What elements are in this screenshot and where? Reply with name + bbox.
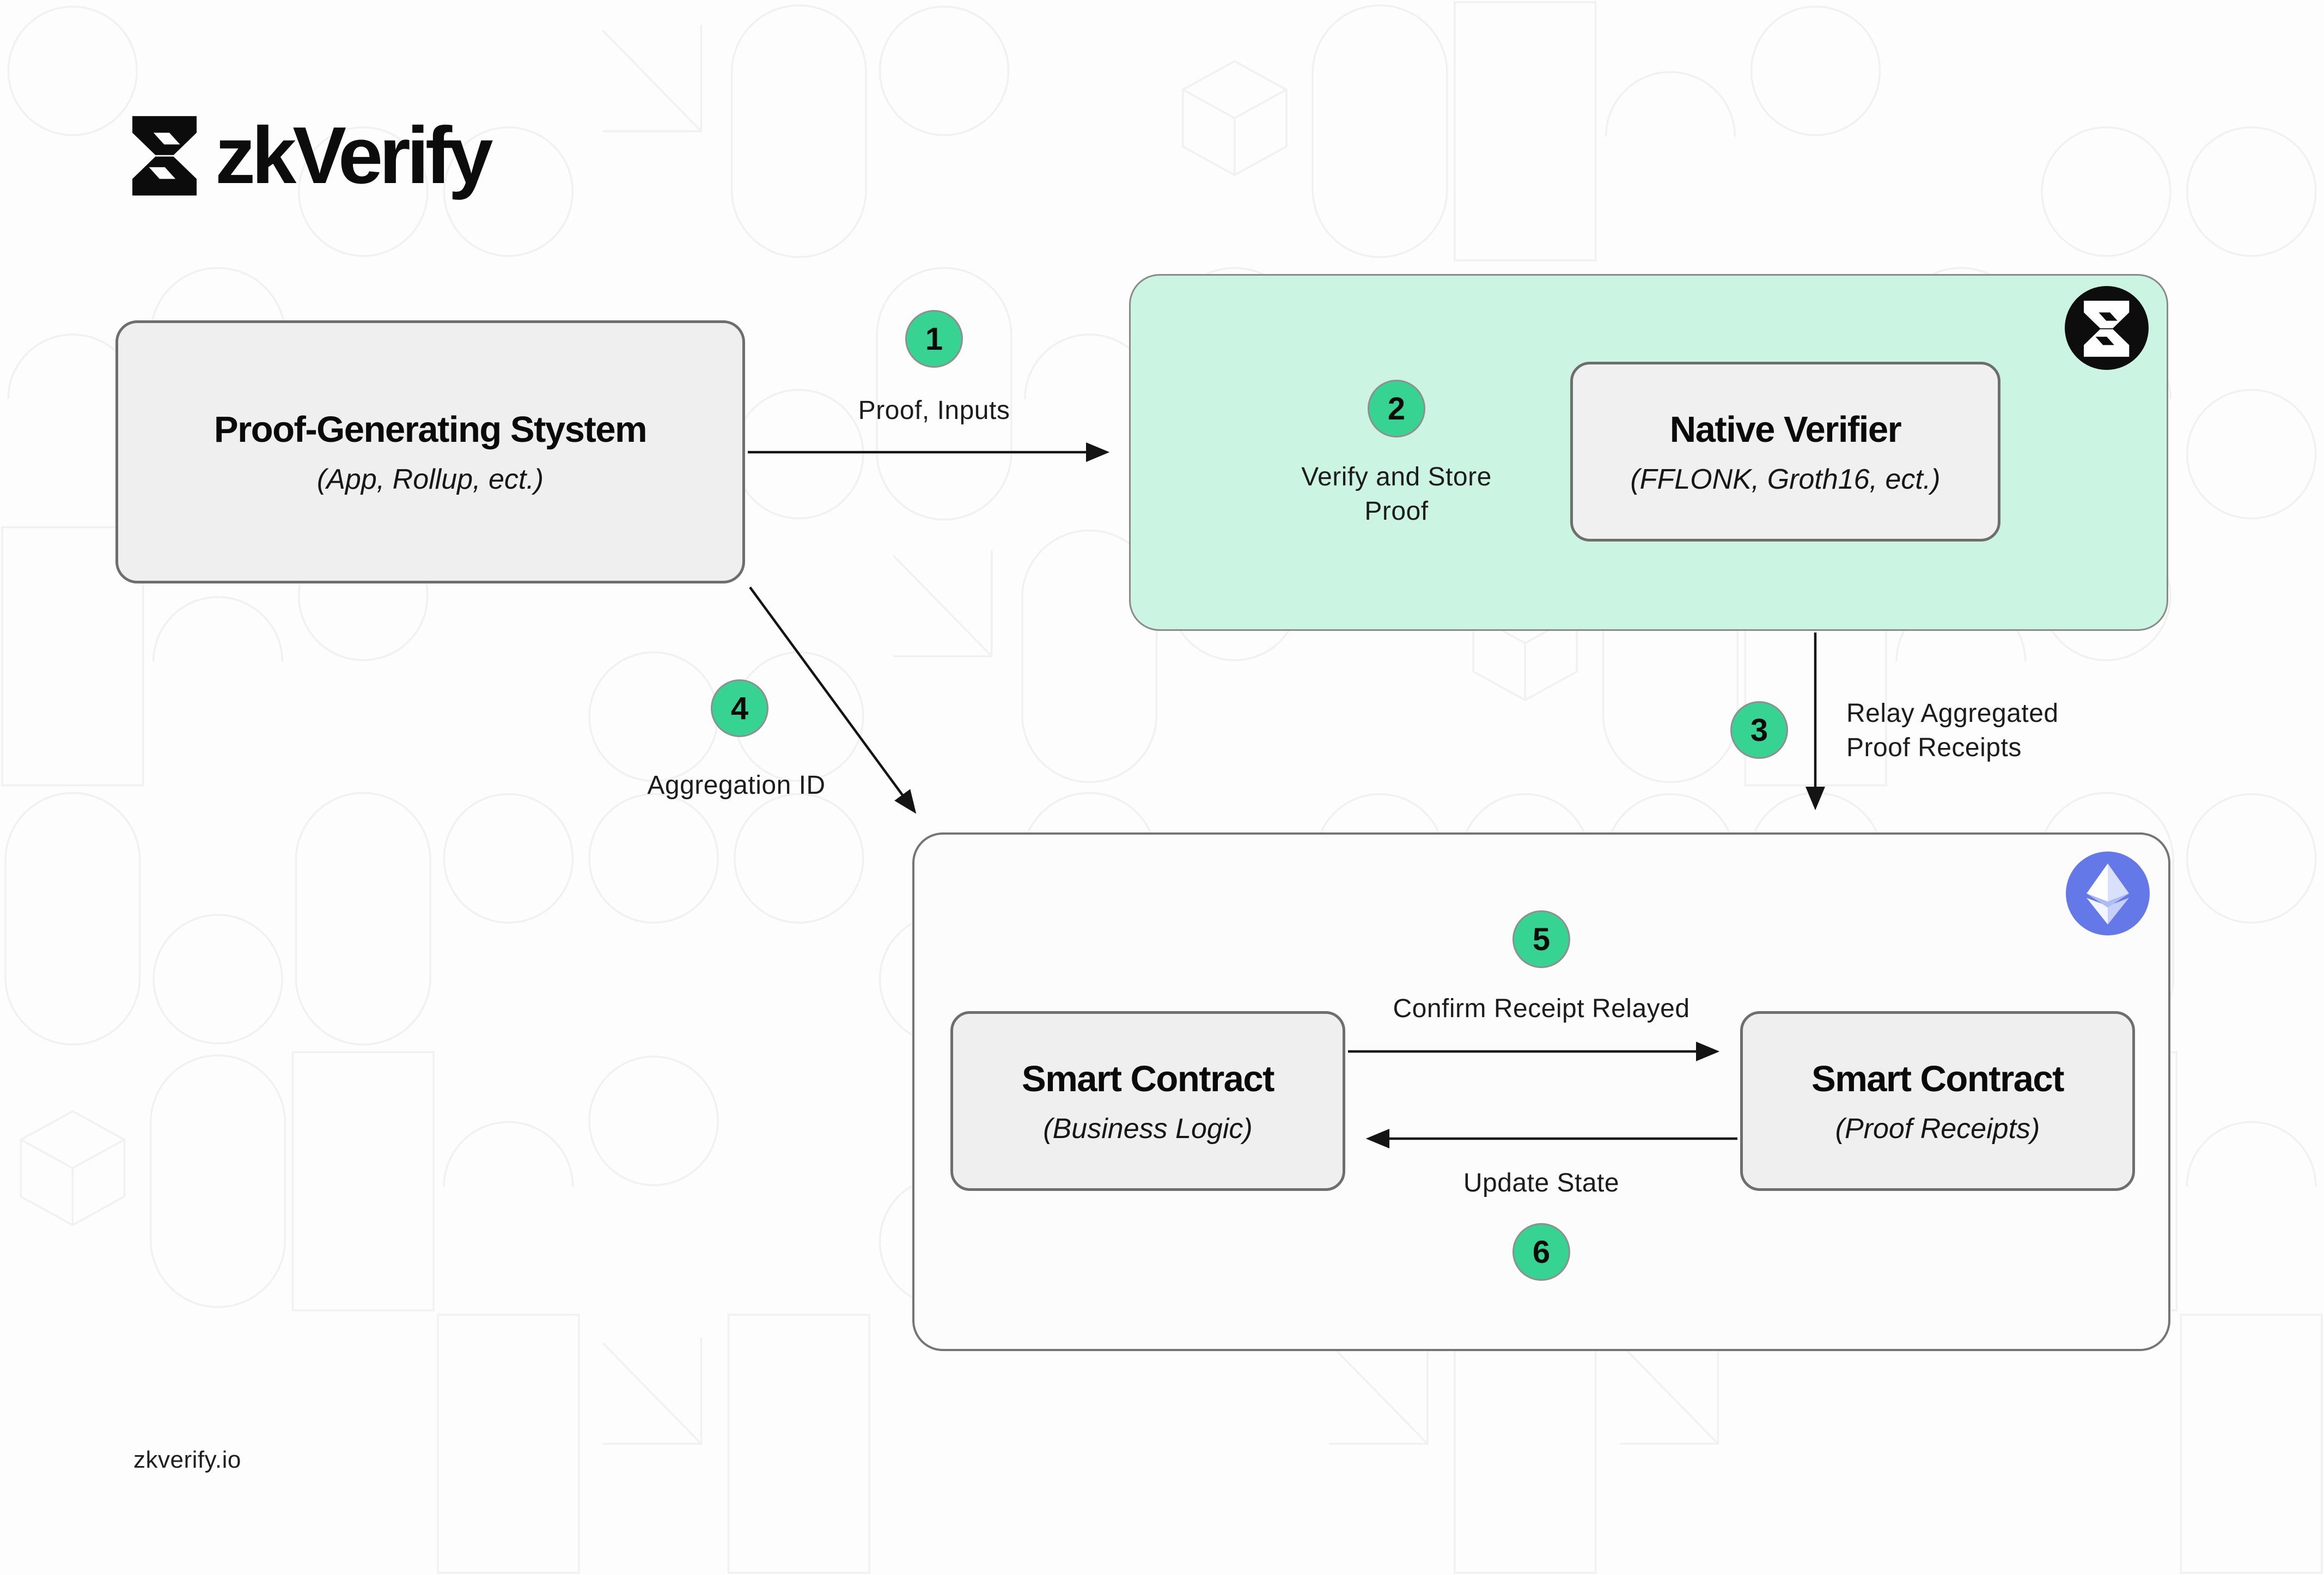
zkverify-hourglass-icon [132, 116, 197, 196]
step-3-badge: 3 [1730, 701, 1788, 759]
step-4-badge: 4 [711, 679, 768, 737]
node-native-verifier: Native Verifier (FFLONK, Groth16, ect.) [1570, 362, 2000, 542]
logo-wordmark: zkVerify [215, 111, 493, 200]
step-5-badge: 5 [1512, 910, 1570, 968]
step-6-badge: 6 [1512, 1223, 1570, 1281]
step-4-label: Aggregation ID [647, 771, 826, 800]
step-6-label: Update State [1463, 1169, 1620, 1197]
node-sc-business-subtitle: (Business Logic) [1043, 1112, 1253, 1145]
step-2-label-line1: Verify and Store [1301, 463, 1492, 491]
step-3-label-line2: Proof Receipts [1846, 733, 2022, 763]
step-2-badge: 2 [1368, 380, 1425, 437]
zkverify-badge-icon [2065, 286, 2149, 370]
node-proof-system-title: Proof-Generating Stystem [214, 409, 648, 451]
node-smart-contract-proof-receipts: Smart Contract (Proof Receipts) [1740, 1011, 2135, 1191]
step-5-label: Confirm Receipt Relayed [1393, 994, 1690, 1023]
step-5-number: 5 [1532, 921, 1551, 957]
step-2-label: Verify and Store Proof [1233, 460, 1560, 529]
step-3-label-line1: Relay Aggregated [1846, 699, 2059, 728]
step-6-number: 6 [1532, 1234, 1551, 1270]
step-2-number: 2 [1387, 391, 1406, 427]
node-sc-receipts-subtitle: (Proof Receipts) [1835, 1112, 2040, 1145]
node-native-verifier-title: Native Verifier [1669, 409, 1902, 450]
step-3-number: 3 [1750, 712, 1768, 748]
node-smart-contract-business-logic: Smart Contract (Business Logic) [950, 1011, 1345, 1191]
node-native-verifier-subtitle: (FFLONK, Groth16, ect.) [1630, 463, 1941, 495]
step-1-label: Proof, Inputs [858, 396, 1010, 425]
step-4-number: 4 [730, 690, 749, 726]
ethereum-icon [2066, 852, 2150, 935]
node-proof-generating-system: Proof-Generating Stystem (App, Rollup, e… [115, 320, 745, 583]
step-2-label-line2: Proof [1364, 497, 1429, 526]
step-3-label: Relay Aggregated Proof Receipts [1846, 696, 2059, 765]
footer-link[interactable]: zkverify.io [133, 1446, 241, 1473]
zkverify-logo: zkVerify [132, 111, 493, 200]
node-sc-receipts-title: Smart Contract [1811, 1058, 2064, 1099]
node-sc-business-title: Smart Contract [1022, 1058, 1274, 1099]
step-1-badge: 1 [905, 310, 963, 368]
step-1-number: 1 [925, 321, 943, 357]
node-proof-system-subtitle: (App, Rollup, ect.) [316, 464, 544, 496]
